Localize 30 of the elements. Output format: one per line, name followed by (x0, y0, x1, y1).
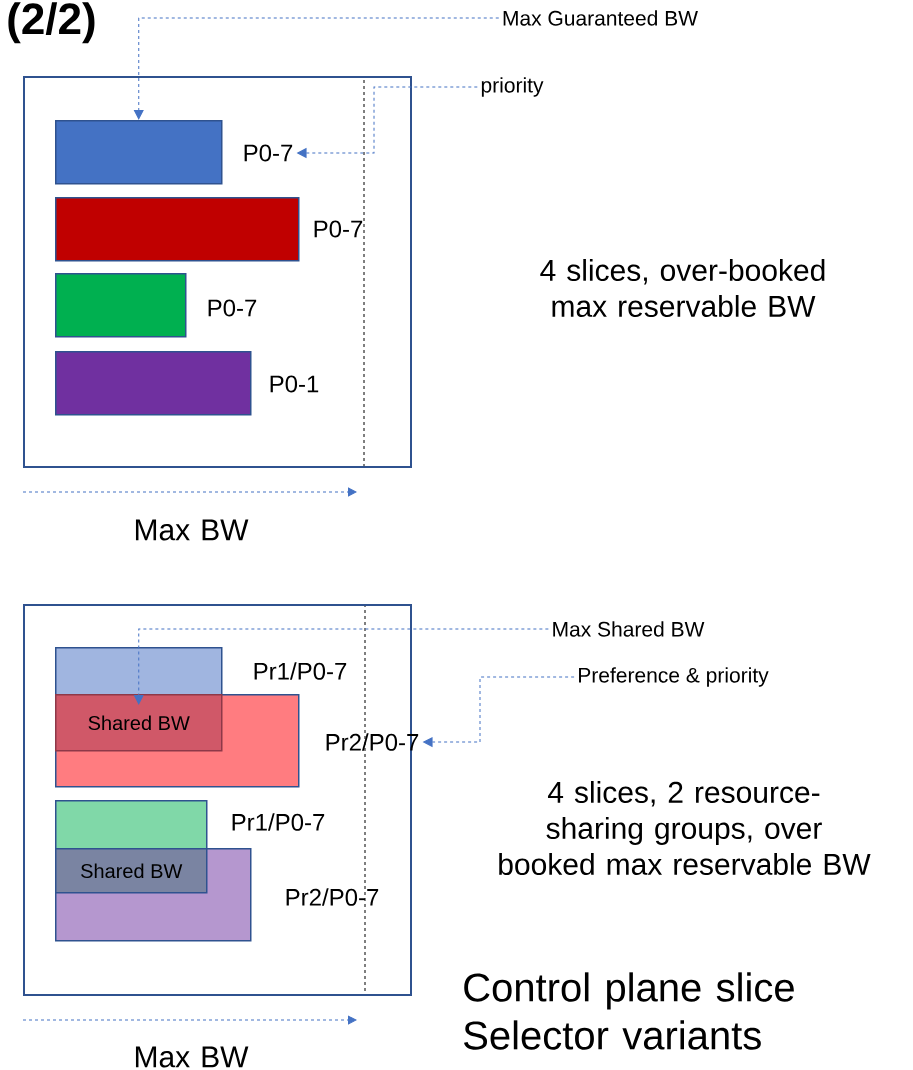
shared-region-box: Shared BW (55, 848, 208, 894)
leader-arrow (297, 86, 478, 158)
bandwidth-bar (55, 197, 300, 262)
shared-region-box: Shared BW (55, 694, 223, 752)
axis-label: Max BW (135, 1046, 249, 1068)
priority-label: P0-7 (314, 220, 363, 238)
description-text: 4 slices, over-booked max reservable BW (540, 259, 825, 317)
callout-text: Max Shared BW (553, 621, 705, 637)
title: (2/2) (8, 2, 95, 44)
priority-label: Pr1/P0-7 (232, 813, 325, 831)
axis-label: Max BW (135, 519, 249, 541)
priority-label: P0-7 (208, 299, 257, 317)
bandwidth-bar (55, 120, 223, 185)
priority-label: P0-1 (270, 375, 319, 393)
slide-heading: Control plane slice Selector variants (464, 972, 794, 1050)
leader-arrow (133, 628, 549, 705)
description-text: 4 slices, 2 resource-sharing groups, over booked max reservable BW (499, 781, 871, 876)
callout-text: Preference & priority (579, 667, 769, 687)
bandwidth-bar (55, 273, 187, 338)
callout-text: Max Guaranteed BW (503, 10, 698, 26)
priority-label: P0-7 (244, 144, 293, 162)
leader-arrow (133, 17, 500, 120)
callout-text: priority (481, 77, 544, 97)
priority-label: Pr2/P0-7 (286, 888, 379, 906)
bandwidth-bar (55, 800, 208, 850)
leader-arrow (423, 676, 575, 747)
priority-label: Pr1/P0-7 (254, 662, 347, 680)
bandwidth-bar (55, 351, 252, 416)
frame-box (23, 76, 412, 468)
bandwidth-bar (55, 647, 223, 696)
